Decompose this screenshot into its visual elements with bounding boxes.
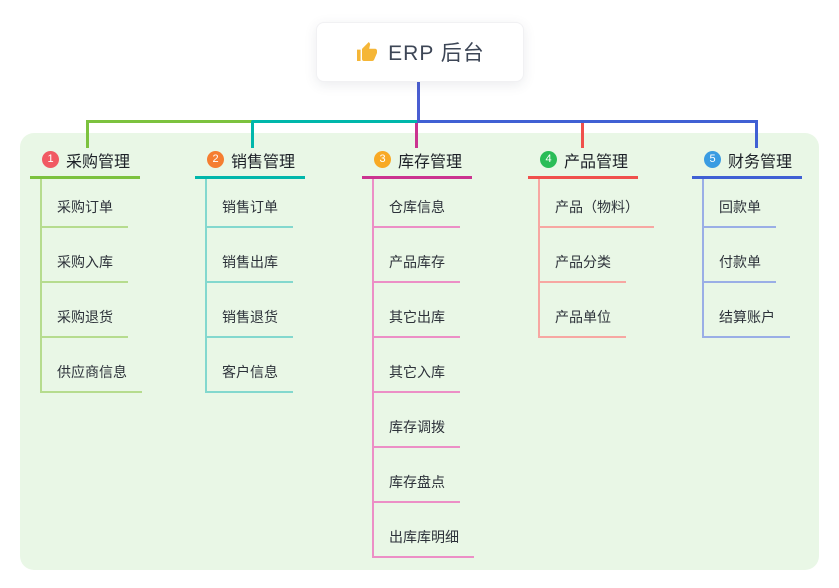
branch-horizontal-line	[251, 120, 419, 123]
branch-spine	[702, 179, 704, 338]
branch-item[interactable]: 库存调拨	[372, 393, 460, 448]
item-label: 销售订单	[222, 199, 278, 215]
branch-title[interactable]: 1 采购管理	[30, 148, 141, 179]
branch-item[interactable]: 销售出库	[205, 228, 293, 283]
branch-item[interactable]: 采购入库	[40, 228, 128, 283]
branch-title-label: 采购管理	[66, 153, 131, 171]
root-node[interactable]: ERP 后台	[316, 22, 524, 82]
branch-item[interactable]: 仓库信息	[372, 179, 460, 228]
root-node-label: ERP 后台	[388, 42, 485, 65]
branch-column-product: 4 产品管理 产品（物料） 产品分类 产品单位	[528, 148, 654, 338]
branch-item[interactable]: 销售退货	[205, 283, 293, 338]
item-label: 结算账户	[719, 309, 775, 325]
branch-item[interactable]: 回款单	[702, 179, 776, 228]
branch-item[interactable]: 其它出库	[372, 283, 460, 338]
branch-number-badge: 1	[42, 151, 59, 168]
item-label: 库存盘点	[389, 474, 445, 490]
branch-item[interactable]: 产品（物料）	[538, 179, 654, 228]
branch-item[interactable]: 供应商信息	[40, 338, 142, 393]
item-label: 出库库明细	[389, 529, 459, 545]
item-label: 产品（物料）	[555, 199, 639, 215]
branch-item[interactable]: 产品库存	[372, 228, 460, 283]
branch-spine	[538, 179, 540, 338]
item-label: 销售出库	[222, 254, 278, 270]
branch-number-badge: 5	[704, 151, 721, 168]
branch-title[interactable]: 4 产品管理	[528, 148, 639, 179]
branch-drop-line	[755, 120, 758, 148]
branch-item[interactable]: 产品单位	[538, 283, 626, 338]
thumbs-up-icon	[355, 40, 379, 64]
branch-title-label: 财务管理	[728, 153, 793, 171]
branch-item[interactable]: 结算账户	[702, 283, 790, 338]
branch-column-finance: 5 财务管理 回款单 付款单 结算账户	[692, 148, 803, 338]
branch-number-badge: 4	[540, 151, 557, 168]
branch-column-sales: 2 销售管理 销售订单 销售出库 销售退货 客户信息	[195, 148, 306, 393]
branch-item[interactable]: 付款单	[702, 228, 776, 283]
item-label: 采购订单	[57, 199, 113, 215]
item-label: 客户信息	[222, 364, 278, 380]
branch-horizontal-line	[419, 120, 758, 123]
item-label: 其它出库	[389, 309, 445, 325]
branch-drop-line	[415, 120, 418, 148]
trunk-connector	[417, 82, 420, 123]
branch-number-badge: 2	[207, 151, 224, 168]
branch-spine	[372, 179, 374, 558]
branch-drop-line	[86, 120, 89, 148]
branch-item[interactable]: 客户信息	[205, 338, 293, 393]
branch-spine	[40, 179, 42, 393]
item-label: 回款单	[719, 199, 761, 215]
item-label: 付款单	[719, 254, 761, 270]
branch-item[interactable]: 采购退货	[40, 283, 128, 338]
branch-item[interactable]: 其它入库	[372, 338, 460, 393]
branch-title-label: 销售管理	[231, 153, 296, 171]
branch-title-label: 产品管理	[564, 153, 629, 171]
branch-drop-line	[251, 120, 254, 148]
branch-item[interactable]: 库存盘点	[372, 448, 460, 503]
branch-item[interactable]: 产品分类	[538, 228, 626, 283]
branch-item[interactable]: 出库库明细	[372, 503, 474, 558]
item-label: 其它入库	[389, 364, 445, 380]
branch-drop-line	[581, 120, 584, 148]
item-label: 产品分类	[555, 254, 611, 270]
branch-title-label: 库存管理	[398, 153, 463, 171]
item-label: 产品库存	[389, 254, 445, 270]
item-label: 库存调拨	[389, 419, 445, 435]
branch-title[interactable]: 2 销售管理	[195, 148, 306, 179]
item-label: 产品单位	[555, 309, 611, 325]
branch-item[interactable]: 采购订单	[40, 179, 128, 228]
branch-item[interactable]: 销售订单	[205, 179, 293, 228]
branch-spine	[205, 179, 207, 393]
branch-number-badge: 3	[374, 151, 391, 168]
item-label: 仓库信息	[389, 199, 445, 215]
branch-column-inventory: 3 库存管理 仓库信息 产品库存 其它出库 其它入库 库存调拨 库存盘点 出库库…	[362, 148, 474, 558]
branch-column-purchase: 1 采购管理 采购订单 采购入库 采购退货 供应商信息	[30, 148, 142, 393]
branches-panel	[20, 133, 819, 570]
item-label: 采购退货	[57, 309, 113, 325]
item-label: 销售退货	[222, 309, 278, 325]
branch-title[interactable]: 5 财务管理	[692, 148, 803, 179]
branch-title[interactable]: 3 库存管理	[362, 148, 473, 179]
item-label: 供应商信息	[57, 364, 127, 380]
item-label: 采购入库	[57, 254, 113, 270]
